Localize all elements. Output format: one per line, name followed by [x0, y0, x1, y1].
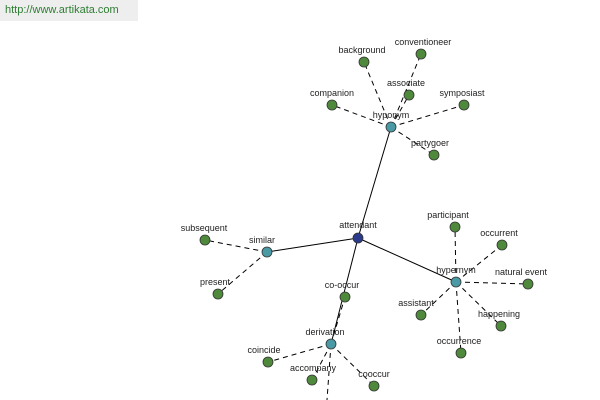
edge-hypernym-natural-event — [455, 281, 529, 285]
edge-derivation-cooccur — [330, 343, 375, 387]
edge-derivation-accompany — [311, 343, 332, 381]
edge-hypernym-occurrent — [455, 244, 503, 283]
edge-derivation-offscreen — [326, 343, 332, 400]
node-label-conventioneer: conventioneer — [395, 37, 452, 47]
edge-hypernym-assistant — [420, 281, 457, 316]
node-label-assistant: assistant — [398, 298, 434, 308]
edge-attendant-hyponym — [357, 126, 392, 239]
edge-hyponym-conventioneer — [390, 53, 422, 128]
graph-edges — [204, 53, 529, 400]
node-background[interactable] — [358, 56, 370, 68]
node-natural-event[interactable] — [522, 278, 534, 290]
node-label-accompany: accompany — [290, 363, 337, 373]
edge-similar-present — [217, 251, 268, 295]
node-attendant[interactable] — [352, 232, 364, 244]
node-label-natural-event: natural event — [495, 267, 548, 277]
node-cooccur[interactable] — [368, 380, 380, 392]
edge-hypernym-participant — [454, 226, 457, 283]
edge-derivation-coincide — [267, 343, 332, 363]
edge-attendant-similar — [266, 237, 359, 253]
node-label-companion: companion — [310, 88, 354, 98]
edge-hyponym-background — [363, 61, 392, 128]
node-occurrent[interactable] — [496, 239, 508, 251]
node-participant[interactable] — [449, 221, 461, 233]
node-label-symposiast: symposiast — [439, 88, 485, 98]
node-label-participant: participant — [427, 210, 469, 220]
node-subsequent[interactable] — [199, 234, 211, 246]
node-happening[interactable] — [495, 320, 507, 332]
node-label-similar: similar — [249, 235, 275, 245]
node-hyponym[interactable] — [385, 121, 397, 133]
graph-labels: attendant hyponym similar hypernym derivatio… — [181, 37, 548, 379]
node-label-present: present — [200, 277, 231, 287]
edge-hyponym-symposiast — [390, 104, 465, 128]
node-present[interactable] — [212, 288, 224, 300]
node-label-occurrence: occurrence — [437, 336, 482, 346]
node-label-coincide: coincide — [247, 345, 280, 355]
node-associate[interactable] — [403, 89, 415, 101]
node-derivation[interactable] — [325, 338, 337, 350]
source-url-banner[interactable]: http://www.artikata.com — [0, 0, 138, 21]
node-assistant[interactable] — [415, 309, 427, 321]
edge-hypernym-occurrence — [455, 281, 462, 354]
edge-hyponym-associate — [390, 94, 410, 128]
edge-derivation-co-occur — [330, 296, 346, 345]
node-hypernym[interactable] — [450, 276, 462, 288]
node-label-co-occur: co-occur — [325, 280, 360, 290]
node-label-hypernym: hypernym — [436, 265, 476, 275]
node-label-attendant: attendant — [339, 220, 377, 230]
node-similar[interactable] — [261, 246, 273, 258]
graph-nodes — [199, 48, 534, 392]
node-symposiast[interactable] — [458, 99, 470, 111]
node-accompany[interactable] — [306, 374, 318, 386]
edge-similar-subsequent — [204, 239, 268, 253]
node-partygoer[interactable] — [428, 149, 440, 161]
node-label-occurrent: occurrent — [480, 228, 518, 238]
edge-attendant-derivation — [330, 237, 359, 345]
node-occurrence[interactable] — [455, 347, 467, 359]
node-label-hyponym: hyponym — [373, 110, 410, 120]
node-coincide[interactable] — [262, 356, 274, 368]
edge-hyponym-companion — [331, 104, 392, 128]
node-conventioneer[interactable] — [415, 48, 427, 60]
node-label-cooccur: cooccur — [358, 369, 390, 379]
node-label-background: background — [338, 45, 385, 55]
node-label-associate: associate — [387, 78, 425, 88]
node-co-occur[interactable] — [339, 291, 351, 303]
node-label-subsequent: subsequent — [181, 223, 228, 233]
node-label-partygoer: partygoer — [411, 138, 449, 148]
node-label-happening: happening — [478, 309, 520, 319]
edge-attendant-hypernym — [357, 237, 457, 283]
edge-hypernym-happening — [455, 281, 502, 327]
node-companion[interactable] — [326, 99, 338, 111]
node-label-derivation: derivation — [305, 327, 344, 337]
